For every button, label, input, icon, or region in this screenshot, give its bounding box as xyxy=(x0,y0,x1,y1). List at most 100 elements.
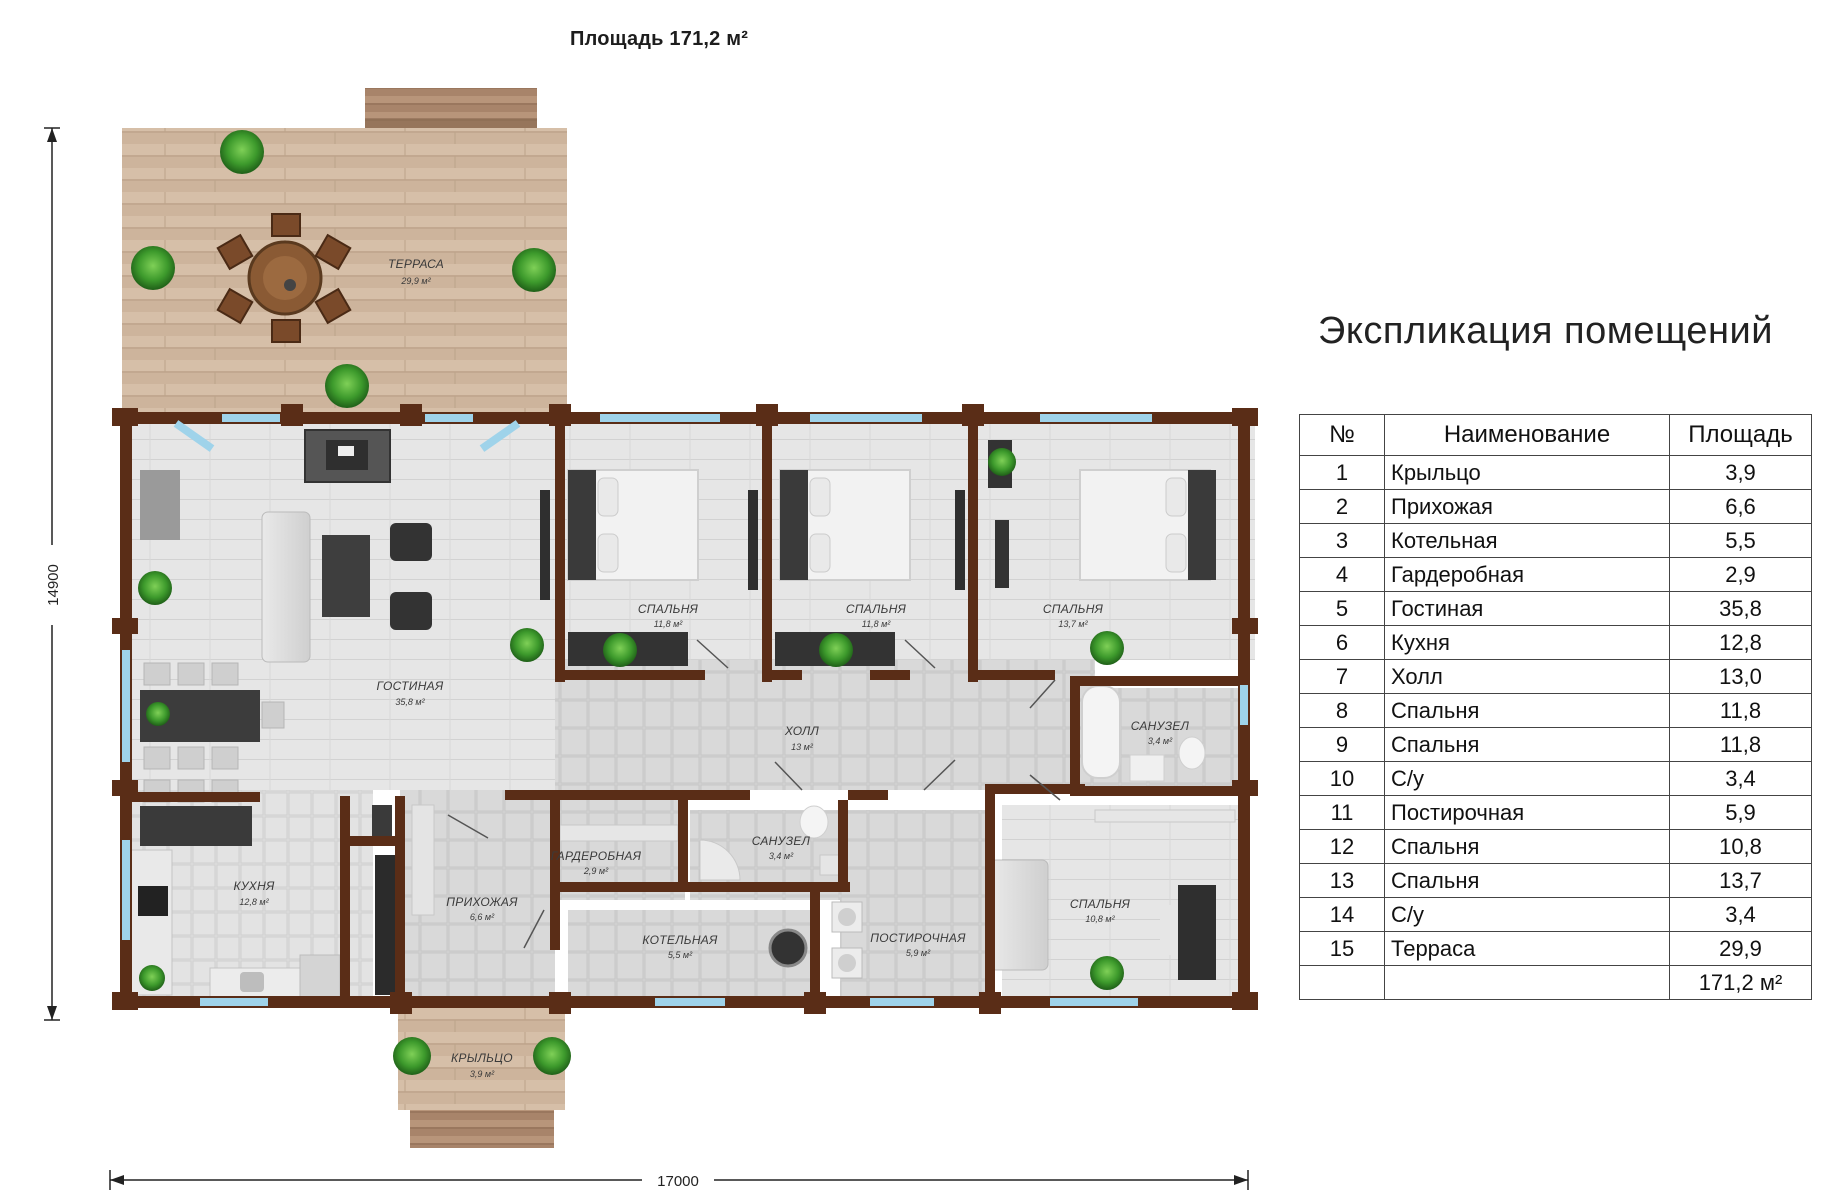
row-area: 10,8 xyxy=(1669,829,1812,864)
tv-icon xyxy=(748,490,758,590)
row-no: 5 xyxy=(1299,591,1385,626)
dimension-height-label: 14900 xyxy=(45,564,62,606)
row-name: Крыльцо xyxy=(1384,455,1670,490)
bed-icon xyxy=(1079,469,1216,581)
room-name-kitchen: КУХНЯ xyxy=(233,879,275,893)
row-area: 13,7 xyxy=(1669,863,1812,898)
desk-icon xyxy=(1178,885,1216,980)
plant-icon xyxy=(393,1037,431,1075)
row-name: С/у xyxy=(1384,761,1670,796)
terrace-dining-set xyxy=(216,213,352,343)
row-area: 29,9 xyxy=(1669,931,1812,966)
row-no: 1 xyxy=(1299,455,1385,490)
table-header-row: № Наименование Площадь xyxy=(1299,414,1812,456)
bed-icon xyxy=(779,469,911,581)
room-area-entry: 6,6 м² xyxy=(470,912,495,922)
row-area: 2,9 xyxy=(1669,557,1812,592)
sofa-icon xyxy=(989,859,1049,971)
row-name: Котельная xyxy=(1384,523,1670,558)
row-no: 2 xyxy=(1299,489,1385,524)
row-name: Прихожая xyxy=(1384,489,1670,524)
room-name-laundry: ПОСТИРОЧНАЯ xyxy=(870,931,966,945)
dimension-width-label: 17000 xyxy=(657,1173,699,1190)
room-name-bedroom2: СПАЛЬНЯ xyxy=(846,602,907,616)
toilet-icon xyxy=(799,805,829,839)
row-name: Гардеробная xyxy=(1384,557,1670,592)
plant-icon xyxy=(146,702,170,726)
bed-icon xyxy=(567,469,699,581)
room-area-bedroom2: 11,8 м² xyxy=(862,619,892,629)
row-name: Спальня xyxy=(1384,863,1670,898)
armchair-icon xyxy=(390,592,432,630)
room-area-bedroom4: 10,8 м² xyxy=(1085,914,1115,924)
row-no: 6 xyxy=(1299,625,1385,660)
row-area: 5,5 xyxy=(1669,523,1812,558)
row-name: Постирочная xyxy=(1384,795,1670,830)
plant-icon xyxy=(1090,956,1124,990)
room-name-entry: ПРИХОЖАЯ xyxy=(446,895,518,909)
row-no: 15 xyxy=(1299,931,1385,966)
room-name-terrace: ТЕРРАСА xyxy=(388,257,444,271)
bathtub-icon xyxy=(1081,685,1121,779)
row-name: Холл xyxy=(1384,659,1670,694)
room-name-wardrobe: ГАРДЕРОБНАЯ xyxy=(551,849,642,863)
page-title: Площадь 171,2 м² xyxy=(570,28,749,50)
column-header-name: Наименование xyxy=(1384,414,1670,456)
total-area: 171,2 м² xyxy=(1669,965,1812,1000)
room-area-living: 35,8 м² xyxy=(395,697,425,707)
row-no: 13 xyxy=(1299,863,1385,898)
room-area-bath2: 3,4 м² xyxy=(769,851,794,861)
row-area: 5,9 xyxy=(1669,795,1812,830)
room-area-hall: 13 м² xyxy=(791,742,814,752)
room-area-bedroom1: 11,8 м² xyxy=(654,619,684,629)
row-name: Терраса xyxy=(1384,931,1670,966)
plant-icon xyxy=(1090,631,1124,665)
boiler-icon xyxy=(768,928,808,968)
column-header-no: № xyxy=(1299,414,1385,456)
plant-icon xyxy=(138,571,172,605)
cabinet-icon xyxy=(140,470,180,540)
row-area: 13,0 xyxy=(1669,659,1812,694)
row-no: 9 xyxy=(1299,727,1385,762)
porch: КРЫЛЬЦО 3,9 м² xyxy=(393,1000,571,1148)
plant-icon xyxy=(325,364,369,408)
row-area: 3,4 xyxy=(1669,761,1812,796)
dimension-height: 14900 xyxy=(36,127,68,1021)
walls xyxy=(112,404,1258,1014)
row-area: 6,6 xyxy=(1669,489,1812,524)
kitchen-island-icon xyxy=(140,806,252,846)
sofa-icon xyxy=(261,511,311,663)
row-area: 11,8 xyxy=(1669,693,1812,728)
plant-icon xyxy=(819,633,853,667)
row-name: Кухня xyxy=(1384,625,1670,660)
row-area: 3,4 xyxy=(1669,897,1812,932)
dimension-width: 17000 xyxy=(109,1168,1249,1192)
row-no: 7 xyxy=(1299,659,1385,694)
sink-icon xyxy=(240,972,264,992)
tv-icon xyxy=(540,490,550,600)
plant-icon xyxy=(512,248,556,292)
room-area-bedroom3: 13,7 м² xyxy=(1058,619,1088,629)
room-area-boiler: 5,5 м² xyxy=(668,950,693,960)
furniture xyxy=(127,429,1236,999)
wardrobe-icon xyxy=(375,855,397,995)
room-area-wardrobe: 2,9 м² xyxy=(583,866,609,876)
stove-icon xyxy=(138,886,168,916)
room-name-bath2: САНУЗЕЛ xyxy=(752,834,811,848)
row-area: 3,9 xyxy=(1669,455,1812,490)
room-name-porch: КРЫЛЬЦО xyxy=(451,1051,513,1065)
row-no: 10 xyxy=(1299,761,1385,796)
